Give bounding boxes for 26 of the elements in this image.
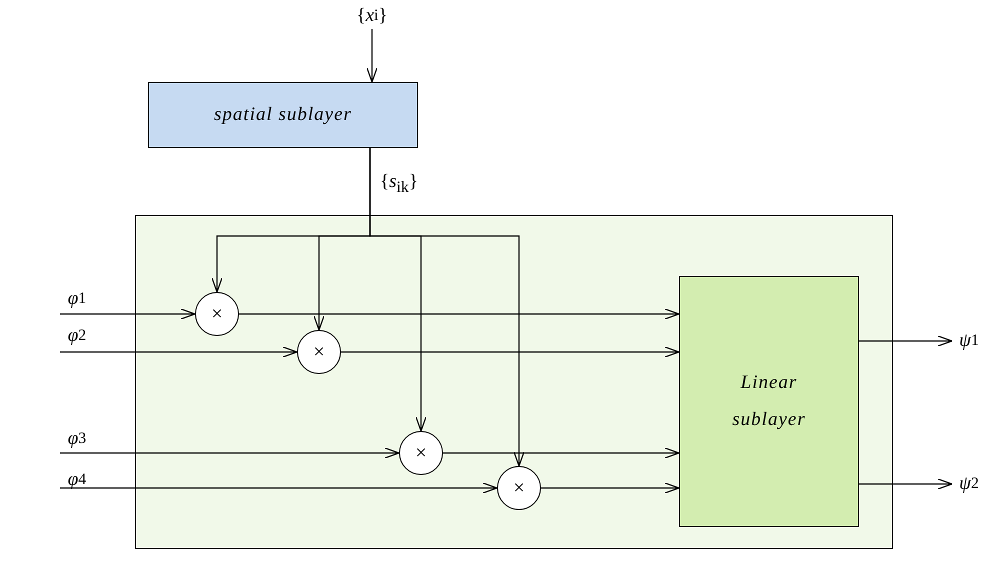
arrow (366, 29, 378, 83)
process-box (148, 82, 418, 148)
arrow (443, 447, 680, 459)
arrow (369, 148, 525, 467)
multiply-sign: × (313, 342, 325, 362)
multiply-sign: × (211, 304, 223, 324)
arrow (60, 308, 196, 320)
multiply-sign: × (513, 478, 525, 498)
arrow (859, 478, 953, 490)
arrow (341, 346, 680, 358)
multiplier-circle (497, 466, 541, 510)
arrow (541, 482, 680, 494)
box-label: spatial sublayer (214, 102, 352, 127)
box-label: Linear sublayer (731, 371, 807, 432)
arrow (60, 346, 298, 358)
arrow (60, 447, 400, 459)
multiplier-circle (195, 292, 239, 336)
group-box (135, 215, 893, 549)
multiply-sign: × (415, 443, 427, 463)
arrow (859, 335, 953, 347)
arrow (239, 308, 680, 320)
process-box (679, 276, 859, 527)
arrow (60, 482, 498, 494)
multiplier-circle (297, 330, 341, 374)
multiplier-circle (399, 431, 443, 475)
signal-label: {s$_{ik}$} (380, 170, 418, 198)
